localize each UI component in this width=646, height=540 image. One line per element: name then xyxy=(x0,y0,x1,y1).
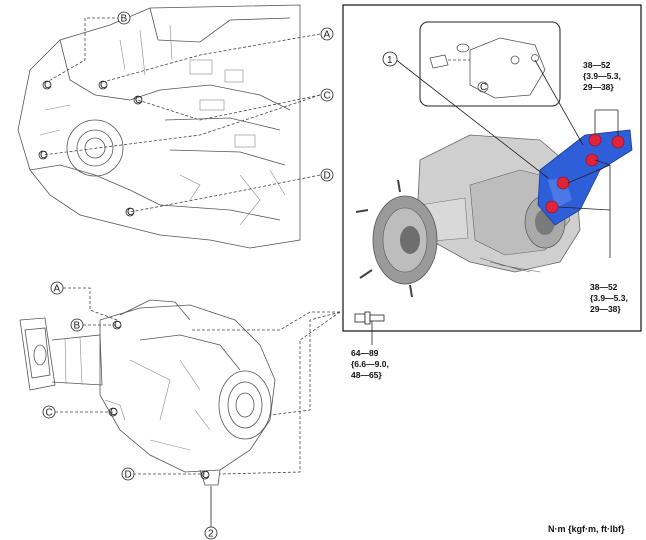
bracket-bolts xyxy=(545,133,625,214)
svg-text:1: 1 xyxy=(387,55,393,66)
callout-c-bottom: C xyxy=(42,405,56,419)
transfer-unit-drawing: C C C xyxy=(19,287,341,528)
callout-a-bottom: A xyxy=(50,281,64,295)
svg-text:{6.6—9.0,: {6.6—9.0, xyxy=(351,359,389,369)
callout-1: 1 xyxy=(382,51,398,67)
svg-text:D: D xyxy=(125,470,132,481)
svg-text:38—52: 38—52 xyxy=(590,282,618,292)
transaxle-case-drawing: C C C C C xyxy=(17,4,321,249)
svg-text:{3.9—5.3,: {3.9—5.3, xyxy=(590,293,628,303)
unit-note: N·m {kgf·m, ft·lbf} xyxy=(548,524,625,534)
marker-c: C xyxy=(40,150,47,161)
callout-b-bottom: B xyxy=(70,318,84,332)
svg-text:2: 2 xyxy=(208,529,214,540)
marker-c: C xyxy=(100,80,107,91)
callout-d-bottom: D xyxy=(121,467,135,481)
svg-text:C: C xyxy=(324,91,331,102)
svg-text:29—38}: 29—38} xyxy=(583,82,614,92)
svg-text:48—65}: 48—65} xyxy=(351,370,382,380)
torque-spec-top: 38—52 {3.9—5.3, 29—38} xyxy=(583,60,621,92)
marker-c: C xyxy=(202,470,209,481)
callout-c-top: C xyxy=(320,88,334,102)
svg-text:D: D xyxy=(324,171,331,182)
svg-text:64—89: 64—89 xyxy=(351,348,379,358)
bolt-icon xyxy=(354,311,385,345)
callout-d-top: D xyxy=(320,168,334,182)
svg-text:29—38}: 29—38} xyxy=(590,304,621,314)
torque-spec-bolt: 64—89 {6.6—9.0, 48—65} xyxy=(351,348,389,380)
torque-spec-mid: 38—52 {3.9—5.3, 29—38} xyxy=(590,282,628,314)
svg-text:B: B xyxy=(121,14,128,25)
marker-c: C xyxy=(44,80,51,91)
callout-a-top: A xyxy=(320,27,334,41)
marker-c: C xyxy=(114,320,121,331)
svg-text:C: C xyxy=(46,408,53,419)
callout-2: 2 xyxy=(204,526,218,540)
marker-c: C xyxy=(110,407,117,418)
unit-bolt-markers: C C C xyxy=(108,320,210,481)
callout-b-top: B xyxy=(117,11,131,25)
svg-text:A: A xyxy=(54,284,61,295)
inset-bracket: C xyxy=(429,37,546,99)
svg-text:B: B xyxy=(74,321,81,332)
marker-c: C xyxy=(127,207,134,218)
rear-differential-render xyxy=(355,134,581,298)
svg-text:38—52: 38—52 xyxy=(583,60,611,70)
svg-text:{3.9—5.3,: {3.9—5.3, xyxy=(583,71,621,81)
marker-c: C xyxy=(480,82,487,93)
svg-text:A: A xyxy=(324,30,331,41)
